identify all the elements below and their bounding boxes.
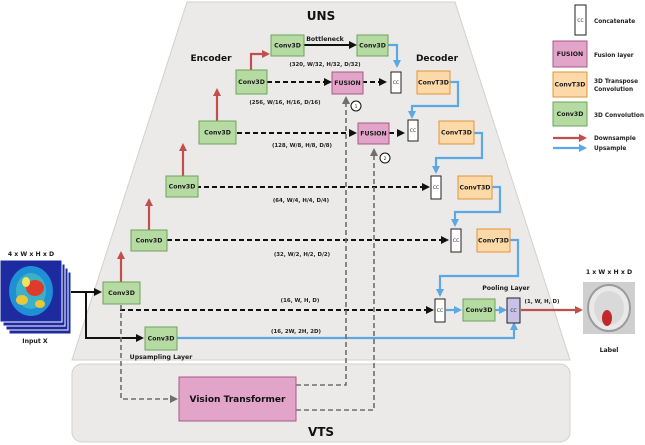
upsample-arrow-4 (408, 80, 460, 119)
svg-text:Downsample: Downsample (594, 136, 636, 142)
decoder-convt3d-2: ConvT3D (457, 175, 493, 200)
svg-text:Conv3D: Conv3D (466, 307, 493, 314)
dim-label-d3: (128, W/8, H/8, D/8) (272, 143, 332, 149)
encoder-title: Encoder (190, 54, 232, 64)
upsample-arrow-5 (387, 43, 401, 68)
dim-label-up: (16, 2W, 2H, 2D) (271, 329, 321, 335)
decoder-convt3d-1: ConvT3D (476, 228, 511, 253)
dim-label-d1: (32, W/2, H/2, D/2) (274, 252, 330, 258)
upsample-arrow-3 (432, 131, 484, 174)
input-image-stack (0, 259, 72, 335)
concat-cc-3: CC (407, 119, 419, 142)
svg-text:Conv3D: Conv3D (557, 111, 584, 118)
svg-text:CC: CC (437, 308, 443, 314)
encoder-conv3d-0: Conv3D (102, 281, 141, 305)
upsample-arrow-1 (436, 238, 520, 297)
svg-text:Conv3D: Conv3D (238, 79, 265, 86)
legend-downsample: Downsample (553, 134, 636, 142)
encoder-conv3d-3: Conv3D (198, 120, 237, 145)
svg-text:CC: CC (410, 128, 416, 134)
dim-label-pool: (1, W, H, D) (525, 299, 560, 305)
svg-text:Conv3D: Conv3D (148, 336, 175, 343)
svg-text:Vision Transformer: Vision Transformer (190, 395, 287, 405)
upsampling-to-pool (177, 322, 518, 340)
svg-text:Conv3D: Conv3D (204, 130, 231, 137)
bottleneck-title: Bottleneck (306, 36, 344, 43)
svg-text:Fusion layer: Fusion layer (594, 53, 634, 59)
encoder-conv3d-5: Conv3D (270, 34, 305, 57)
vts-title: VTS (308, 425, 334, 439)
svg-text:ConvT3D: ConvT3D (460, 185, 491, 192)
skip-to-upsampling (85, 292, 144, 342)
legend-conv3d: Conv3D 3D Convolution (552, 101, 644, 127)
svg-text:CC: CC (577, 18, 583, 24)
svg-text:FUSION: FUSION (334, 80, 360, 87)
upsample-arrow-2 (451, 185, 502, 227)
encoder-conv3d-1: Conv3D (130, 229, 168, 252)
encoder-conv3d-4: Conv3D (235, 69, 268, 95)
upsampling-layer-label: Upsampling Layer (130, 354, 194, 361)
vts-input-path (120, 305, 178, 403)
bottleneck-conv3d: Conv3D (356, 34, 389, 57)
output-label: Label (600, 347, 619, 354)
vision-transformer-block: Vision Transformer (178, 376, 297, 422)
output-label-image (583, 282, 635, 334)
decoder-final-conv3d: Conv3D (462, 298, 496, 322)
legend-concatenate: CC Concatenate (574, 4, 635, 36)
upsampling-layer-conv3d: Conv3D (144, 326, 178, 351)
fusion2-marker-label: 2 (384, 156, 387, 162)
svg-text:FUSION: FUSION (360, 131, 386, 138)
legend-convt3d: ConvT3D 3D Transpose Convolution (552, 71, 638, 98)
svg-text:3D Transpose: 3D Transpose (594, 79, 638, 85)
svg-text:3D Convolution: 3D Convolution (594, 113, 644, 119)
svg-text:CC: CC (510, 308, 516, 314)
svg-text:FUSION: FUSION (557, 51, 583, 58)
legend-fusion: FUSION Fusion layer (552, 40, 634, 68)
fusion1-marker-label: 1 (355, 104, 358, 110)
svg-text:Conv3D: Conv3D (169, 184, 196, 191)
concat-cc-4: CC (390, 71, 402, 94)
fusion-block-2: FUSION (357, 122, 390, 145)
fusion1-marker (350, 100, 362, 112)
input-label: Input X (22, 338, 48, 345)
svg-text:Conv3D: Conv3D (108, 290, 135, 297)
uns-title: UNS (307, 9, 335, 23)
output-shape: 1 x W x H x D (586, 269, 632, 276)
fusion-block-1: FUSION (331, 71, 364, 95)
encoder-conv3d-2: Conv3D (165, 175, 199, 198)
downsample-arrow-4 (249, 50, 270, 71)
legend-upsample: Upsample (553, 144, 626, 152)
svg-text:Concatenate: Concatenate (594, 19, 635, 25)
input-shape: 4 x W x H x D (8, 251, 54, 258)
dim-label-d5: (320, W/32, H/32, D/32) (289, 62, 360, 68)
dim-label-d4: (256, W/16, H/16, D/16) (249, 100, 320, 106)
vts-to-fusion2 (296, 148, 378, 411)
svg-text:Conv3D: Conv3D (274, 43, 301, 50)
svg-text:CC: CC (453, 238, 459, 244)
svg-text:Convolution: Convolution (594, 87, 633, 93)
decoder-convt3d-3: ConvT3D (438, 120, 475, 145)
pooling-layer-cc: CC (506, 297, 521, 324)
svg-text:Conv3D: Conv3D (136, 238, 163, 245)
svg-text:Upsample: Upsample (594, 146, 626, 152)
decoder-title: Decoder (416, 54, 459, 64)
svg-text:CC: CC (393, 80, 399, 86)
svg-text:ConvT3D: ConvT3D (478, 238, 509, 245)
dim-label-d2: (64, W/4, H/4, D/4) (273, 198, 329, 204)
svg-text:ConvT3D: ConvT3D (555, 82, 586, 89)
fusion2-marker (379, 152, 391, 164)
concat-cc-2: CC (430, 175, 442, 200)
svg-text:Conv3D: Conv3D (359, 43, 386, 50)
svg-text:ConvT3D: ConvT3D (441, 130, 472, 137)
vts-to-fusion1 (296, 96, 350, 386)
svg-text:CC: CC (433, 185, 439, 191)
legend: CC Concatenate FUSION Fusion layer ConvT… (552, 4, 644, 152)
svg-text:ConvT3D: ConvT3D (418, 80, 449, 87)
concat-cc-0: CC (434, 298, 446, 323)
pooling-layer-label: Pooling Layer (482, 285, 530, 292)
decoder-convt3d-4: ConvT3D (416, 70, 451, 95)
concat-cc-1: CC (450, 228, 462, 253)
dim-label-d0: (16, W, H, D) (281, 298, 320, 304)
